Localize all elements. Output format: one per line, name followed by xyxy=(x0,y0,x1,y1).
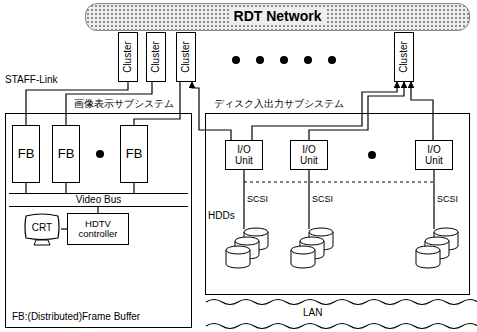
connector xyxy=(192,82,231,140)
node-label: Cluster xyxy=(399,41,409,73)
connector xyxy=(309,82,404,140)
disk-label: HDDs xyxy=(208,210,235,222)
node-label: Video Bus xyxy=(74,195,123,205)
node-label: CRT xyxy=(30,222,54,233)
bus-label: SCSI xyxy=(312,194,333,204)
connector xyxy=(65,183,66,193)
cluster-box: Cluster xyxy=(146,32,166,82)
disk-stack xyxy=(226,228,458,268)
video-bus: Video Bus xyxy=(9,193,188,207)
node-label: Cluster xyxy=(151,41,161,73)
lan-wave xyxy=(206,300,477,329)
io-unit-box: I/O Unit xyxy=(415,140,453,170)
bus-label: SCSI xyxy=(247,194,268,204)
bus-label: SCSI xyxy=(437,194,458,204)
node-label: FB xyxy=(56,147,77,161)
frame-buffer-box: FB xyxy=(120,125,148,183)
subsystem-box: ディスク入出力サブシステムI/O UnitI/O UnitI/O Unit xyxy=(205,113,470,295)
frame-buffer-box: FB xyxy=(12,125,40,183)
node-label: FB xyxy=(16,147,37,161)
frame-buffer-box: FB xyxy=(52,125,80,183)
cluster-box: Cluster xyxy=(394,32,414,82)
io-unit-box: I/O Unit xyxy=(290,140,328,170)
connector xyxy=(411,82,433,140)
subsystem-box: 画像表示サブシステムFB:(Distributed)Frame BufferFB… xyxy=(5,113,192,328)
crt-monitor: CRT xyxy=(23,213,61,247)
connector xyxy=(25,183,26,193)
node-label: RDT Network xyxy=(229,9,327,24)
scsi-bus xyxy=(244,170,434,229)
cluster-box: Cluster xyxy=(176,32,196,82)
node-label: HDTV controller xyxy=(68,219,128,240)
caption: FB:(Distributed)Frame Buffer xyxy=(12,311,140,323)
connector xyxy=(252,82,397,140)
node-label: Cluster xyxy=(181,41,191,73)
node-label: I/O Unit xyxy=(291,144,327,166)
io-unit-box: I/O Unit xyxy=(225,140,263,170)
node-label: I/O Unit xyxy=(416,144,452,166)
network-band: RDT Network xyxy=(85,3,470,31)
node-label: I/O Unit xyxy=(226,144,262,166)
cluster-box: Cluster xyxy=(118,32,138,82)
network-label: LAN xyxy=(300,307,325,319)
node-label: Cluster xyxy=(123,41,133,73)
link-label: STAFF-Link xyxy=(5,74,58,86)
controller-box: HDTV controller xyxy=(67,213,129,245)
subsystem-heading: ディスク入出力サブシステム xyxy=(212,98,346,110)
connector xyxy=(133,183,134,193)
subsystem-heading: 画像表示サブシステム xyxy=(72,98,176,110)
node-label: FB xyxy=(124,147,145,161)
